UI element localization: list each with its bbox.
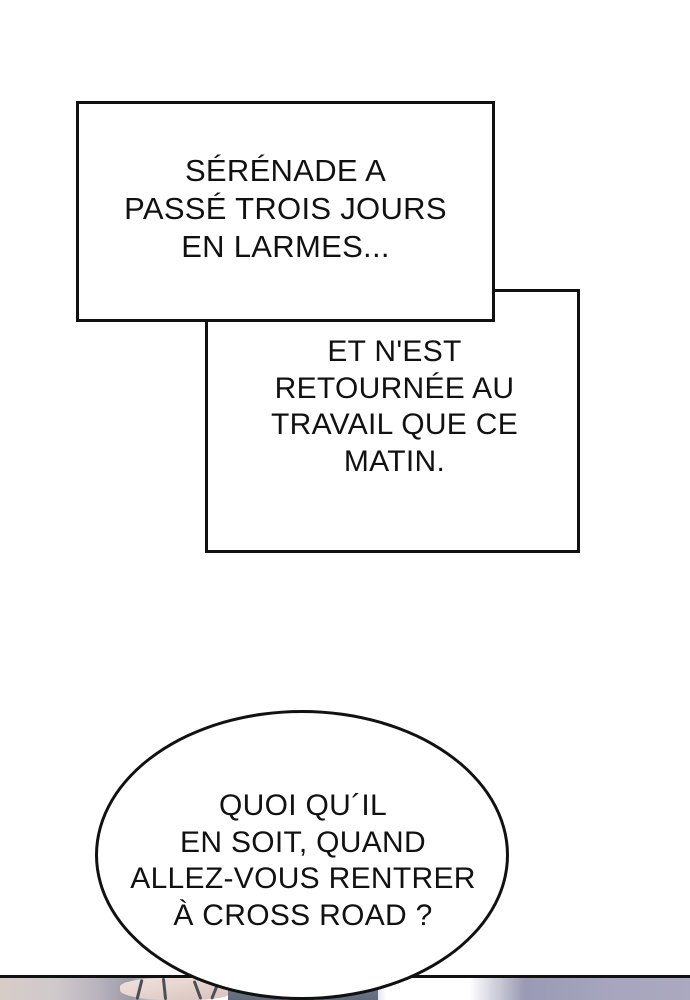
balloon-seam xyxy=(208,292,492,319)
speech-balloon-oval-text: QUOI QU´IL EN SOIT, QUAND ALLEZ-VOUS REN… xyxy=(130,789,476,932)
speech-balloon-two-text: ET N'EST RETOURNÉE AU TRAVAIL QUE CE MAT… xyxy=(270,335,519,478)
speech-balloon-one-text: SÉRÉNADE A PASSÉ TROIS JOURS EN LARMES..… xyxy=(124,153,447,264)
speech-balloon-one xyxy=(76,101,495,322)
speech-balloon-oval xyxy=(95,710,509,1000)
character-hair xyxy=(120,978,232,1000)
